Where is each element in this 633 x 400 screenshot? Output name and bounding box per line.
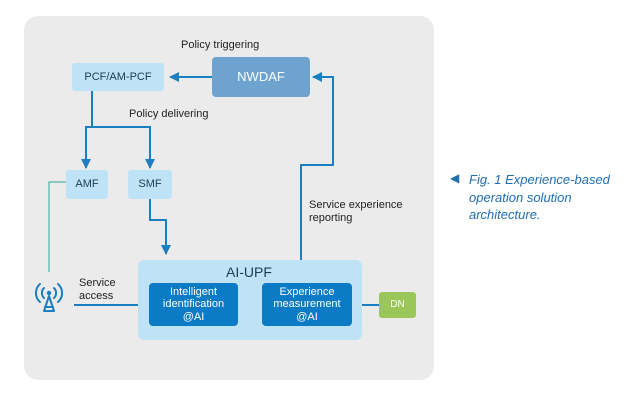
pcf-node: PCF/AM-PCF	[72, 63, 164, 91]
edge-upf-to-nwdaf	[300, 72, 334, 260]
smf-node: SMF	[128, 170, 172, 199]
smf-label: SMF	[138, 178, 162, 191]
caption-marker-icon: ◀	[450, 171, 460, 185]
ai-upf-label: AI-UPF	[226, 264, 272, 280]
experience-measurement-label: Experience measurement @AI	[273, 285, 341, 323]
antenna-icon	[34, 283, 64, 312]
service-access-label: Service access	[79, 277, 116, 303]
nwdaf-label: NWDAF	[237, 68, 285, 84]
policy-delivering-label: Policy delivering	[129, 108, 209, 120]
edge-pcf-to-amf	[81, 91, 93, 169]
amf-node: AMF	[66, 170, 108, 199]
nwdaf-node: NWDAF	[212, 57, 310, 97]
caption-text: Fig. 1 Experience-based operation soluti…	[469, 172, 610, 223]
edge-smf-to-upf	[149, 199, 171, 255]
intelligent-identification-label: Intelligent identification @AI	[162, 285, 225, 323]
edge-pcf-to-smf	[92, 126, 155, 169]
pcf-label: PCF/AM-PCF	[84, 70, 152, 83]
policy-triggering-label: Policy triggering	[181, 39, 260, 51]
intelligent-identification-node: Intelligent identification @AI	[149, 283, 238, 326]
dn-label: DN	[390, 299, 405, 311]
edge-amf-to-antenna	[48, 181, 66, 272]
amf-label: AMF	[75, 178, 99, 191]
dn-node: DN	[379, 292, 416, 318]
experience-measurement-node: Experience measurement @AI	[262, 283, 352, 326]
service-experience-reporting-label: Service experience reporting	[309, 199, 403, 225]
